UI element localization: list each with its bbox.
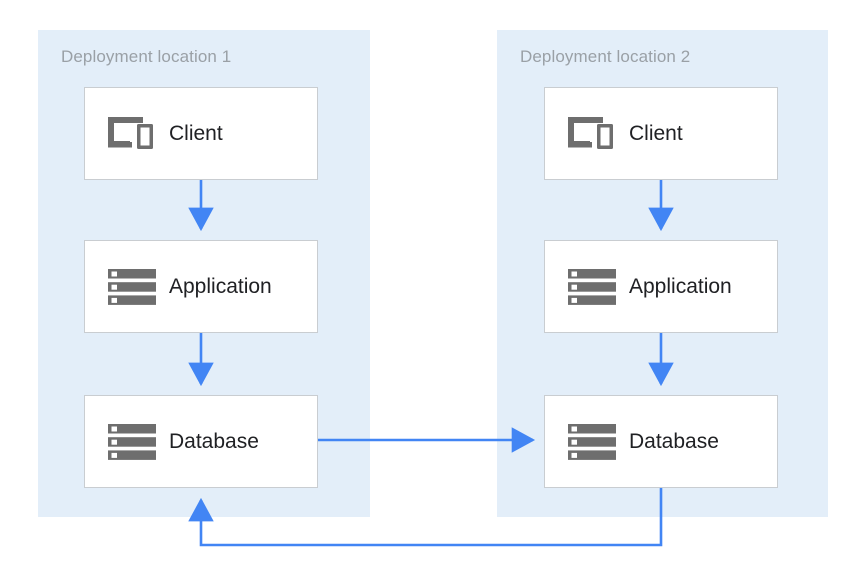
deployment-location-2-label: Deployment location 2 xyxy=(520,47,691,66)
server-icon xyxy=(103,265,161,309)
node-label: Application xyxy=(629,274,732,298)
node-label: Database xyxy=(169,429,259,453)
node-application-2[interactable]: Application xyxy=(544,240,778,333)
deployment-location-1-label: Deployment location 1 xyxy=(61,47,232,66)
server-icon xyxy=(563,265,621,309)
node-database-1[interactable]: Database xyxy=(84,395,318,488)
server-icon xyxy=(563,420,621,464)
node-label: Client xyxy=(629,121,683,145)
devices-icon xyxy=(563,112,621,156)
node-label: Application xyxy=(169,274,272,298)
node-application-1[interactable]: Application xyxy=(84,240,318,333)
server-icon xyxy=(103,420,161,464)
node-label: Database xyxy=(629,429,719,453)
devices-icon xyxy=(103,112,161,156)
node-client-2[interactable]: Client xyxy=(544,87,778,180)
node-client-1[interactable]: Client xyxy=(84,87,318,180)
node-database-2[interactable]: Database xyxy=(544,395,778,488)
node-label: Client xyxy=(169,121,223,145)
